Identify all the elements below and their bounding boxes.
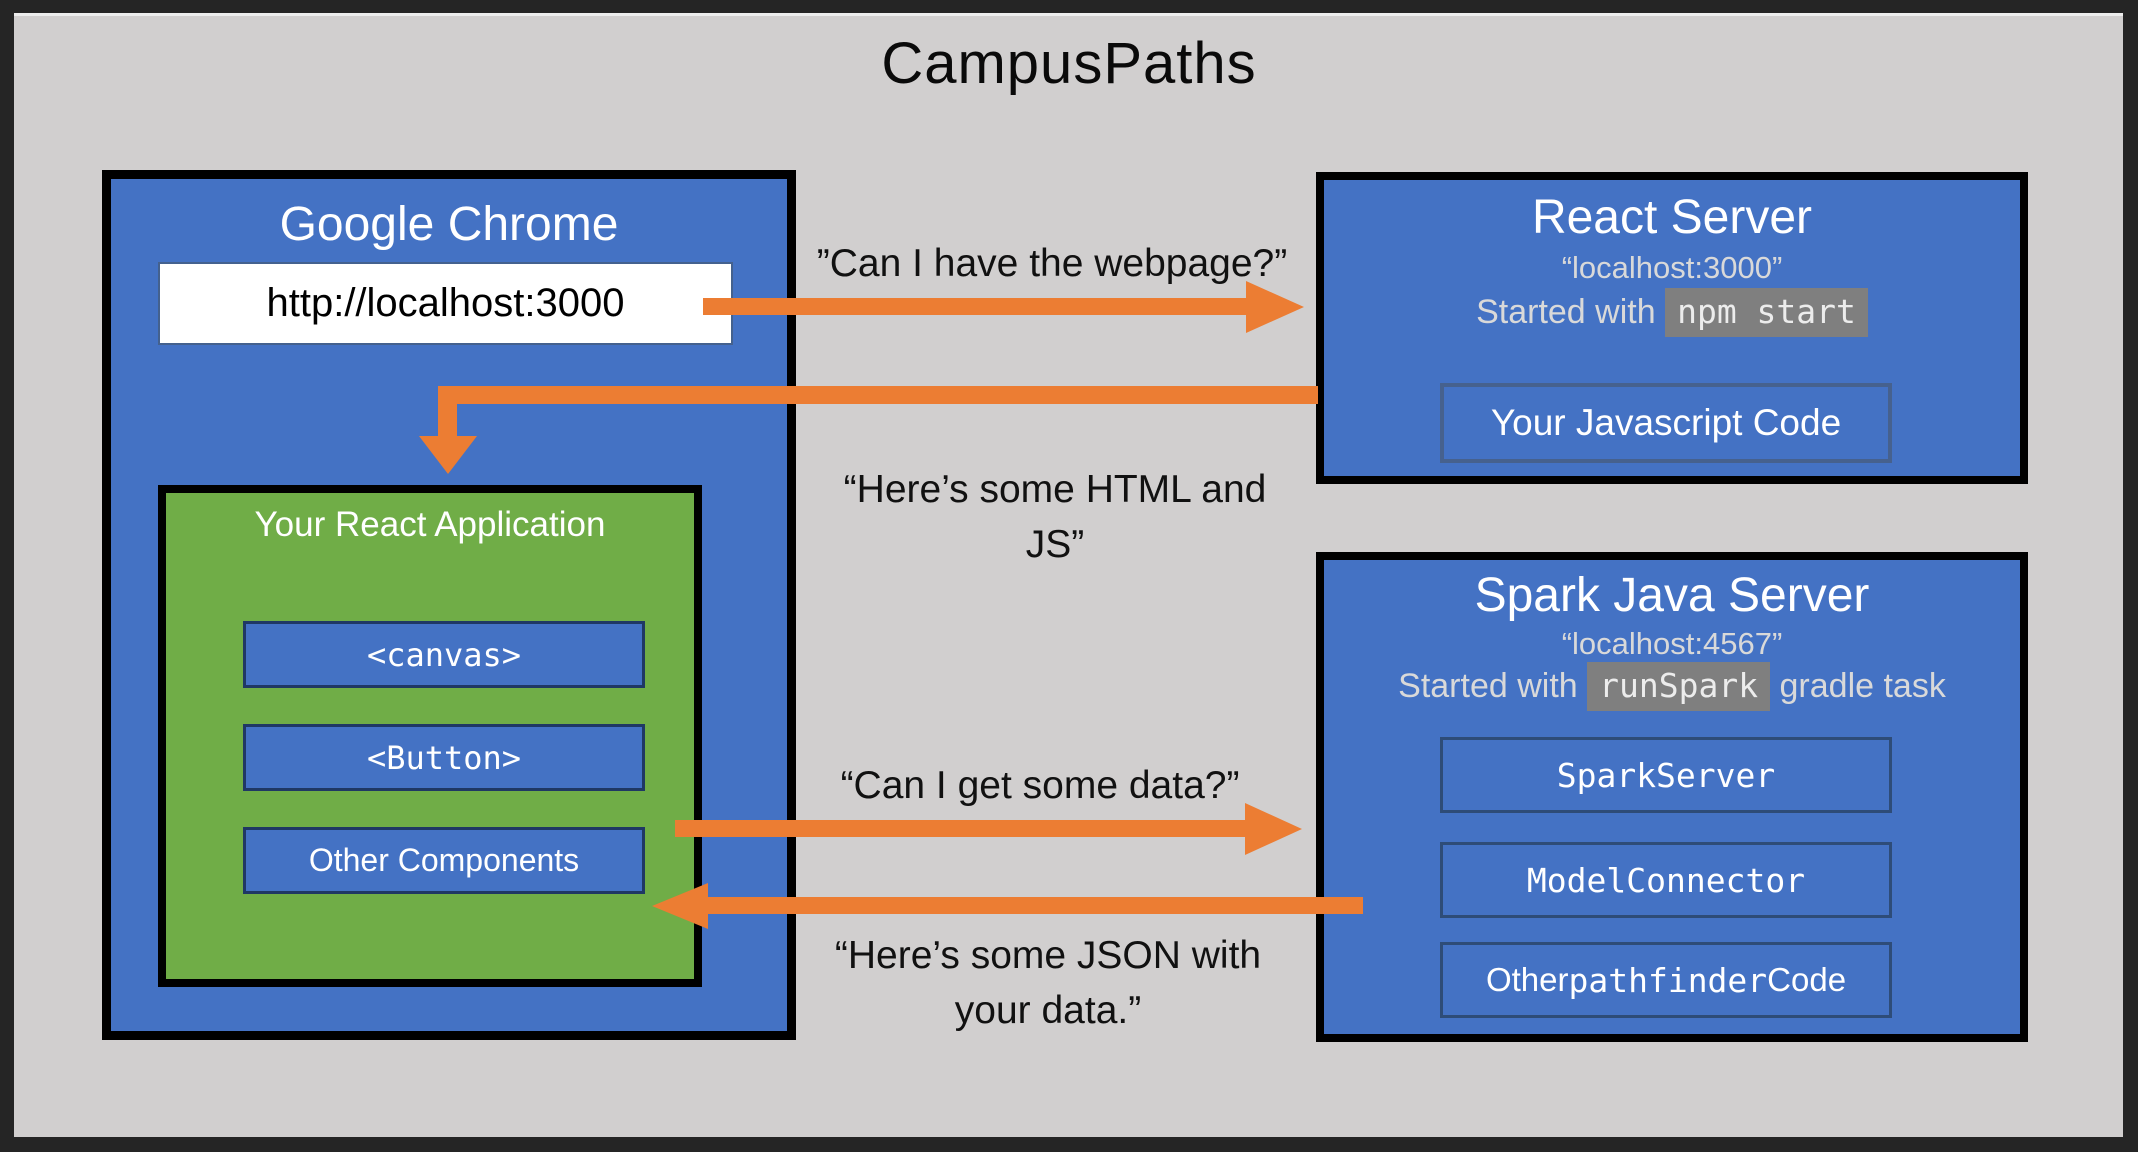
npm-start-command: npm start [1665,288,1868,337]
modelconnector-label: ModelConnector [1526,860,1806,900]
your-javascript-code-box: Your Javascript Code [1440,383,1892,463]
spark-server-started-prefix: Started with [1398,667,1588,705]
spark-java-server-box: Spark Java Server “localhost:4567” Start… [1316,552,2028,1042]
request-webpage-arrow-shaft [703,298,1248,315]
response-html-label-line1: “Here’s some HTML and [843,468,1267,511]
runspark-command: runSpark [1587,662,1771,711]
response-json-label-line2: your data.” [954,989,1142,1032]
request-webpage-label: ”Can I have the webpage?” [816,242,1288,285]
response-json-arrow-shaft [708,897,1363,914]
response-html-arrow-shaft [438,386,1318,404]
button-component-box: <Button> [243,724,645,791]
modelconnector-box: ModelConnector [1440,842,1892,918]
request-data-label: “Can I get some data?” [840,764,1240,807]
react-server-started-prefix: Started with [1476,293,1666,331]
response-json-label: “Here’s some JSON with your data.” [835,928,1261,1038]
response-html-arrow-bend [438,386,457,438]
page-title: CampusPaths [881,31,1257,96]
address-bar-url: http://localhost:3000 [266,281,625,325]
response-html-arrowhead-icon [419,436,477,474]
response-json-label-line1: “Here’s some JSON with [834,934,1262,977]
react-server-title: React Server [1531,191,1813,244]
request-webpage-arrowhead-icon [1246,281,1304,333]
other-code-suffix: Code [1767,961,1847,998]
react-server-started-line: Started with npm start [1324,288,2020,337]
request-data-arrow-shaft [675,820,1245,837]
spark-server-started-suffix: gradle task [1770,667,1946,705]
request-data-arrowhead-icon [1245,803,1302,855]
other-code-prefix: Other [1485,961,1569,998]
react-application-title: Your React Application [254,505,606,544]
response-json-arrowhead-icon [652,883,708,929]
sparkserver-box: SparkServer [1440,737,1892,813]
google-chrome-title: Google Chrome [279,198,619,251]
sparkserver-label: SparkServer [1556,755,1776,795]
other-pathfinder-code-box: Other pathfinder Code [1440,942,1892,1018]
response-html-label: “Here’s some HTML and JS” [844,462,1267,572]
react-application-box: Your React Application <canvas> <Button>… [158,485,702,987]
canvas-component-box: <canvas> [243,621,645,688]
response-html-label-line2: JS” [1025,523,1085,566]
spark-server-started-line: Started with runSpark gradle task [1324,662,2020,711]
address-bar: http://localhost:3000 [158,262,733,345]
pathfinder-code-label: pathfinder [1568,960,1768,1000]
react-server-box: React Server “localhost:3000” Started wi… [1316,172,2028,484]
spark-server-host: “localhost:4567” [1561,626,1783,661]
spark-server-title: Spark Java Server [1474,569,1870,622]
other-components-box: Other Components [243,827,645,894]
react-server-host: “localhost:3000” [1561,250,1783,285]
